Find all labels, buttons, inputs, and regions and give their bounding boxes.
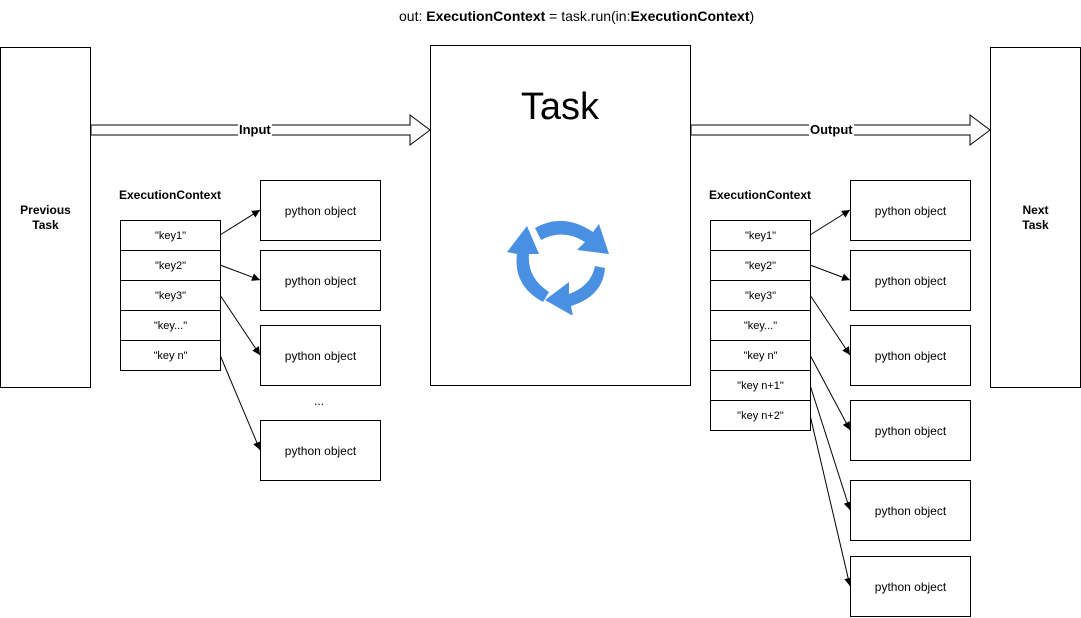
output-key-2: "key2" — [710, 250, 811, 281]
input-objects-ellipsis: ... — [314, 394, 325, 408]
input-key-3: "key3" — [120, 280, 221, 311]
title-middle: = task.run(in: — [545, 8, 631, 24]
task-box — [430, 45, 691, 386]
output-link-keyn — [809, 354, 851, 431]
input-key-ellipsis: "key..." — [120, 310, 221, 341]
input-key-1: "key1" — [120, 220, 221, 251]
output-key-ellipsis: "key..." — [710, 310, 811, 341]
input-context-label: ExecutionContext — [119, 188, 222, 202]
output-link-key3 — [809, 294, 851, 356]
output-python-object-4: python object — [850, 400, 971, 461]
input-python-object-3: python object — [260, 325, 381, 386]
output-arrow-label: Output — [809, 122, 854, 137]
input-arrow-label: Input — [238, 122, 272, 137]
output-link-keyn1 — [809, 384, 852, 511]
next-task-box: Next Task — [990, 47, 1081, 388]
title-out-type: ExecutionContext — [426, 8, 546, 24]
output-python-object-2: python object — [850, 250, 971, 311]
input-link-key2 — [219, 264, 261, 281]
input-link-key3 — [219, 294, 261, 356]
diagram-title: out: ExecutionContext = task.run(in:Exec… — [399, 8, 754, 24]
input-key-2: "key2" — [120, 250, 221, 281]
output-context-label: ExecutionContext — [709, 188, 812, 202]
title-in-type: ExecutionContext — [630, 8, 750, 24]
output-python-object-3: python object — [850, 325, 971, 386]
input-python-object-2: python object — [260, 250, 381, 311]
input-link-key1 — [219, 209, 261, 236]
output-python-object-1: python object — [850, 180, 971, 241]
output-key-n: "key n" — [710, 340, 811, 371]
input-key-n: "key n" — [120, 340, 221, 371]
output-link-keyn2 — [809, 414, 853, 587]
title-suffix: ) — [749, 8, 755, 24]
output-objects-ellipsis: ... — [904, 392, 915, 406]
output-key-n-plus-1: "key n+1" — [710, 370, 811, 401]
output-key-n-plus-2: "key n+2" — [710, 400, 811, 431]
input-link-keyn — [219, 354, 261, 451]
output-python-object-6: python object — [850, 556, 971, 617]
input-python-object-4: python object — [260, 420, 381, 481]
task-title: Task — [520, 86, 600, 128]
title-prefix: out: — [399, 8, 427, 24]
output-python-object-5: python object — [850, 480, 971, 541]
output-key-3: "key3" — [710, 280, 811, 311]
output-link-key2 — [809, 264, 851, 281]
previous-task-box: Previous Task — [0, 47, 91, 388]
input-python-object-1: python object — [260, 180, 381, 241]
cycle-arrows-icon — [507, 220, 609, 315]
output-key-1: "key1" — [710, 220, 811, 251]
output-link-key1 — [809, 209, 851, 236]
